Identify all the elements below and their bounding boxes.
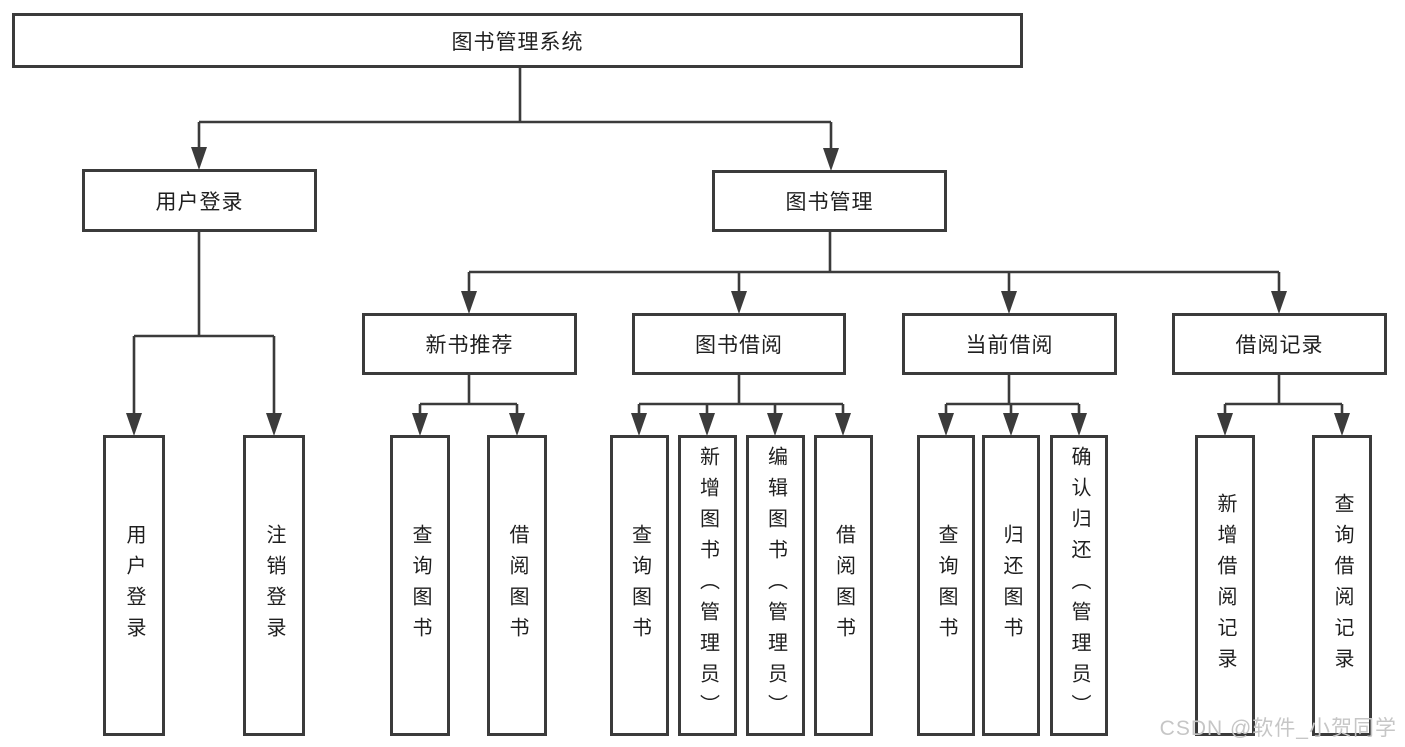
node-borrowing-records: 借阅记录 [1172, 313, 1387, 375]
leaf-query-books-recommend: 查询图书 [390, 435, 450, 736]
node-label: 图书管理 [785, 191, 874, 214]
node-label: 新书推荐 [425, 334, 514, 357]
csdn-watermark: CSDN @软件_小贺同学 [1159, 717, 1397, 740]
leaf-label: 用户登录 [123, 523, 145, 648]
leaf-confirm-return-admin: 确认归还（管理员） [1050, 435, 1108, 736]
leaf-query-books-borrow: 查询图书 [610, 435, 669, 736]
node-book-borrowing: 图书借阅 [632, 313, 846, 375]
node-label: 用户登录 [155, 190, 244, 214]
leaf-label: 确认归还（管理员） [1068, 446, 1090, 725]
node-new-book-recommend: 新书推荐 [362, 313, 577, 375]
node-library-management-system: 图书管理系统 [12, 13, 1023, 68]
leaf-logout: 注销登录 [243, 435, 305, 736]
leaf-query-books-current: 查询图书 [917, 435, 975, 736]
node-user-login: 用户登录 [82, 169, 317, 232]
leaf-borrow-books-borrow: 借阅图书 [814, 435, 873, 736]
leaf-label: 查询图书 [628, 523, 651, 648]
leaf-user-login: 用户登录 [103, 435, 165, 736]
leaf-label: 查询图书 [935, 523, 957, 648]
node-label: 借阅记录 [1235, 334, 1324, 357]
leaf-query-borrow-record: 查询借阅记录 [1312, 435, 1372, 736]
node-book-management: 图书管理 [712, 170, 947, 232]
leaf-add-book-admin: 新增图书（管理员） [678, 435, 737, 736]
leaf-label: 查询借阅记录 [1331, 492, 1353, 679]
leaf-label: 注销登录 [263, 523, 285, 648]
leaf-label: 借阅图书 [832, 523, 855, 648]
leaf-label: 查询图书 [409, 523, 431, 648]
leaf-add-borrow-record: 新增借阅记录 [1195, 435, 1255, 736]
leaf-label: 借阅图书 [506, 523, 528, 648]
node-current-borrowing: 当前借阅 [902, 313, 1117, 375]
node-label: 当前借阅 [965, 334, 1054, 357]
leaf-return-book: 归还图书 [982, 435, 1040, 736]
leaf-label: 归还图书 [1000, 523, 1022, 648]
node-label: 图书借阅 [695, 334, 783, 357]
leaf-edit-book-admin: 编辑图书（管理员） [746, 435, 805, 736]
leaf-label: 新增借阅记录 [1214, 492, 1236, 679]
leaf-label: 新增图书（管理员） [696, 446, 719, 725]
leaf-borrow-books-recommend: 借阅图书 [487, 435, 547, 736]
leaf-label: 编辑图书（管理员） [764, 446, 787, 725]
node-label: 图书管理系统 [451, 30, 584, 54]
